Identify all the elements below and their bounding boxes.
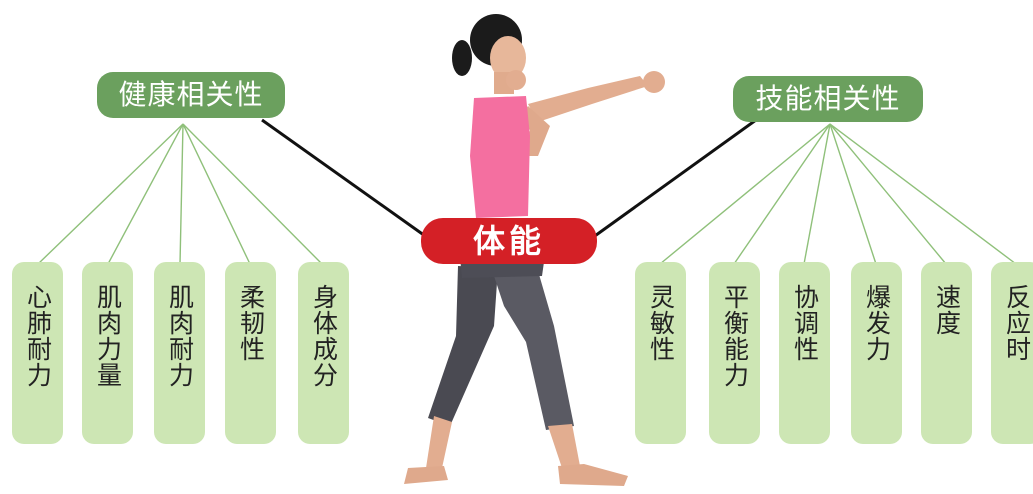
- fist: [643, 71, 665, 93]
- connector-skill-to-center: [591, 118, 757, 240]
- leggings-front: [490, 264, 574, 430]
- skill-item-4: 爆发力: [851, 262, 902, 444]
- skill-item-label: 爆发力: [862, 284, 892, 362]
- back-foot: [404, 466, 448, 484]
- health-item-1: 心肺耐力: [12, 262, 63, 444]
- back-calf: [426, 416, 452, 468]
- health-item-label: 柔韧性: [236, 284, 266, 362]
- guard-fist: [506, 70, 526, 90]
- skill-item-3: 协调性: [779, 262, 830, 444]
- skill-fan-lines: [659, 123, 1017, 265]
- center-pill: 体能: [421, 218, 597, 264]
- pink-top: [470, 96, 530, 218]
- skill-item-6: 反应时: [991, 262, 1033, 444]
- health-item-label: 肌肉力量: [93, 284, 123, 388]
- skill-item-label: 灵敏性: [646, 284, 676, 362]
- skill-item-label: 平衡能力: [720, 284, 750, 388]
- skill-item-5: 速度: [921, 262, 972, 444]
- leggings-back: [428, 266, 498, 426]
- punching-arm: [528, 76, 648, 122]
- health-item-label: 身体成分: [309, 284, 339, 388]
- skill-item-1: 灵敏性: [635, 262, 686, 444]
- skill-item-label: 反应时: [1002, 284, 1032, 362]
- health-item-label: 肌肉耐力: [165, 284, 195, 388]
- ponytail: [452, 40, 472, 76]
- health-item-5: 身体成分: [298, 262, 349, 444]
- health-item-2: 肌肉力量: [82, 262, 133, 444]
- skill-item-label: 协调性: [790, 284, 820, 362]
- skill-item-label: 速度: [932, 284, 962, 336]
- health-fan-lines: [37, 123, 323, 265]
- health-item-3: 肌肉耐力: [154, 262, 205, 444]
- front-foot: [558, 464, 628, 486]
- health-item-label: 心肺耐力: [23, 284, 53, 388]
- face: [490, 36, 526, 80]
- skill-header: 技能相关性: [733, 76, 923, 122]
- connector-health-to-center: [261, 118, 429, 240]
- health-header: 健康相关性: [97, 72, 285, 118]
- health-item-4: 柔韧性: [225, 262, 276, 444]
- front-calf: [548, 424, 580, 468]
- skill-item-2: 平衡能力: [709, 262, 760, 444]
